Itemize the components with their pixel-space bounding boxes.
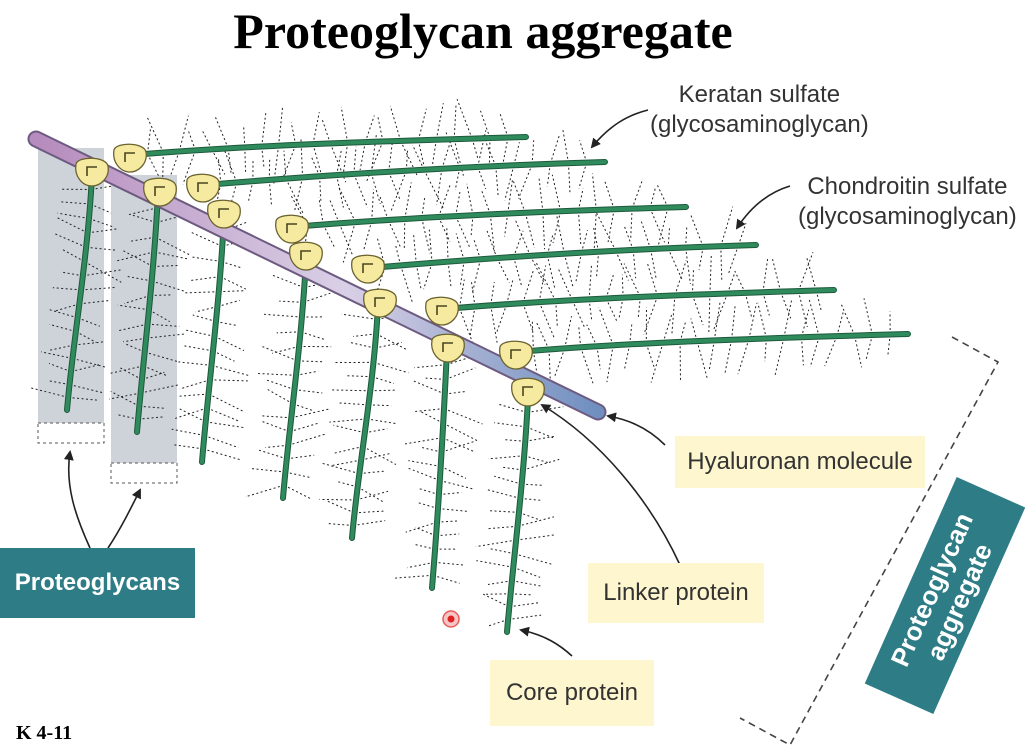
keratan-sulfate-label: Keratan sulfate (glycosaminoglycan) bbox=[650, 81, 869, 138]
linker-protein-6 bbox=[275, 214, 309, 244]
linker-protein-10 bbox=[425, 296, 459, 326]
proteoglycans-label: Proteoglycans bbox=[0, 548, 195, 618]
figure-reference: K 4-11 bbox=[16, 722, 73, 744]
linker-protein-5 bbox=[207, 199, 241, 229]
linker-protein-label: Linker protein bbox=[588, 563, 764, 623]
linker-protein-2 bbox=[113, 143, 147, 173]
hyaluronan-molecule bbox=[27, 130, 607, 421]
linker-protein-1 bbox=[75, 157, 109, 187]
core-protein-label: Core protein bbox=[490, 660, 654, 726]
linker-proteins bbox=[75, 143, 545, 407]
linker-protein-12 bbox=[499, 340, 533, 370]
linker-protein-13 bbox=[511, 377, 545, 407]
linker-protein-7 bbox=[289, 241, 323, 271]
linker-protein-8 bbox=[351, 254, 385, 284]
linker-protein-11 bbox=[431, 333, 465, 363]
linker-protein-9 bbox=[363, 288, 397, 318]
proteoglycan-shade-2 bbox=[111, 175, 177, 463]
linker-protein-3 bbox=[143, 177, 177, 207]
linker-protein-4 bbox=[186, 173, 220, 203]
proteoglycan-bracket-2 bbox=[110, 462, 178, 484]
label-arrows bbox=[63, 109, 791, 657]
diagram-title: Proteoglycan aggregate bbox=[233, 3, 733, 59]
proteoglycan-aggregate-label-box: Proteoglycan aggregate bbox=[864, 477, 1026, 714]
proteoglycan-bracket-1 bbox=[37, 422, 105, 444]
hyaluronan-label: Hyaluronan molecule bbox=[675, 436, 925, 488]
glycosaminoglycan-bristles bbox=[29, 99, 891, 627]
core-proteins bbox=[64, 134, 911, 635]
aggregate-bracket bbox=[739, 336, 1000, 747]
chondroitin-sulfate-label: Chondroitin sulfate (glycosaminoglycan) bbox=[798, 173, 1017, 230]
